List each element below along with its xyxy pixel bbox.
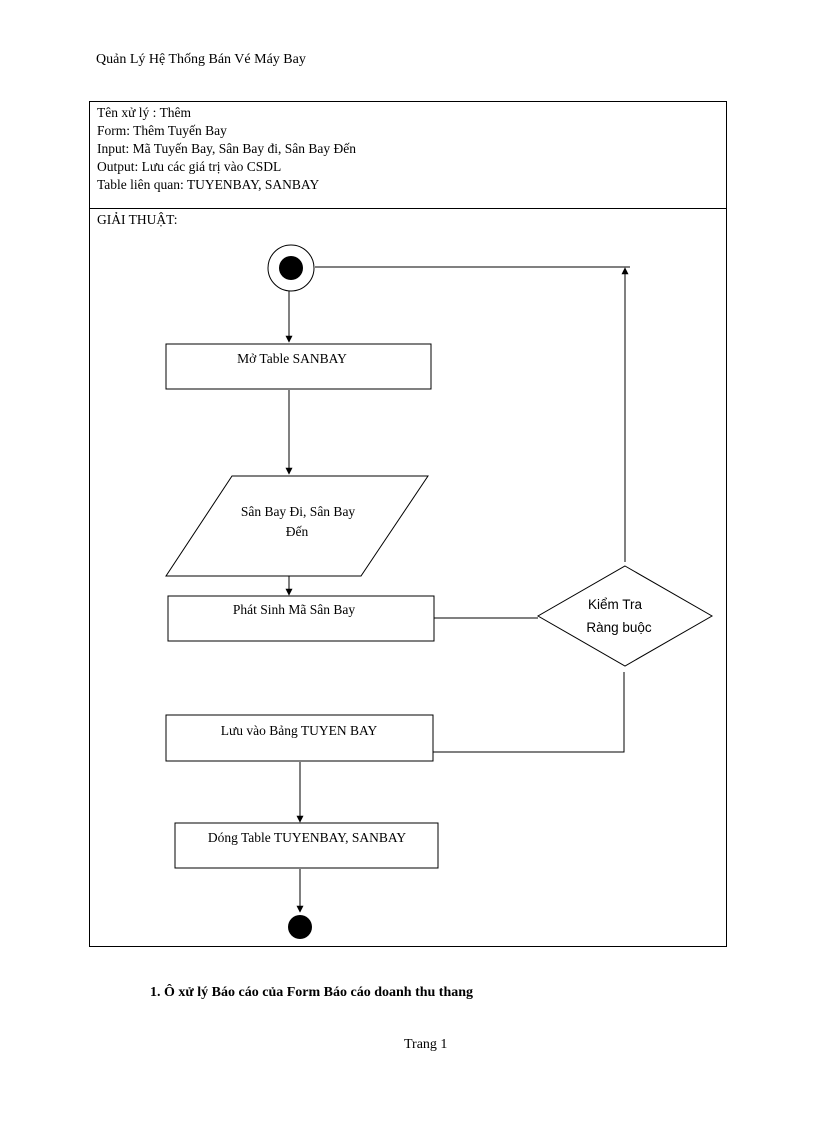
open-table-label: Mở Table SANBAY xyxy=(237,351,347,366)
end-node xyxy=(288,915,312,939)
page-header-title: Quản Lý Hệ Thống Bán Vé Máy Bay xyxy=(96,52,306,67)
close-tables-node: Dóng Table TUYENBAY, SANBAY xyxy=(174,822,439,869)
input-label-line1: Sân Bay Đi, Sân Bay xyxy=(241,504,356,519)
input-label-line2: Đến xyxy=(286,524,309,539)
form-text: Form: Thêm Tuyến Bay xyxy=(97,123,227,138)
related-tables-text: Table liên quan: TUYENBAY, SANBAY xyxy=(97,177,320,192)
check-constraint-node: Kiểm Tra Ràng buộc xyxy=(536,565,714,667)
save-label: Lưu vào Bảng TUYEN BAY xyxy=(221,723,378,738)
output-text: Output: Lưu các giá trị vào CSDL xyxy=(97,159,282,174)
section-heading: 1. Ô xử lý Báo cáo của Form Báo cáo doan… xyxy=(150,985,474,1000)
generate-code-node: Phát Sinh Mã Sân Bay xyxy=(167,595,435,642)
check-label-line1: Kiểm Tra xyxy=(588,597,643,612)
input-text: Input: Mã Tuyến Bay, Sân Bay đi, Sân Bay… xyxy=(97,141,356,156)
close-tables-label: Dóng Table TUYENBAY, SANBAY xyxy=(208,830,407,845)
process-info-box: Tên xử lý : Thêm Form: Thêm Tuyến Bay In… xyxy=(89,101,727,209)
save-node: Lưu vào Bảng TUYEN BAY xyxy=(165,714,434,762)
start-node xyxy=(267,244,315,292)
open-table-node: Mở Table SANBAY xyxy=(165,343,432,390)
page-footer: Trang 1 xyxy=(404,1037,448,1052)
input-node: Sân Bay Đi, Sân Bay Đến xyxy=(165,475,429,577)
algorithm-box xyxy=(89,209,727,947)
generate-code-label: Phát Sinh Mã Sân Bay xyxy=(233,602,356,617)
process-name-text: Tên xử lý : Thêm xyxy=(97,105,192,120)
connector-save-to-check xyxy=(433,672,625,753)
check-label-line2: Ràng buộc xyxy=(586,620,652,635)
algorithm-label: GIẢI THUẬT: xyxy=(97,212,178,227)
